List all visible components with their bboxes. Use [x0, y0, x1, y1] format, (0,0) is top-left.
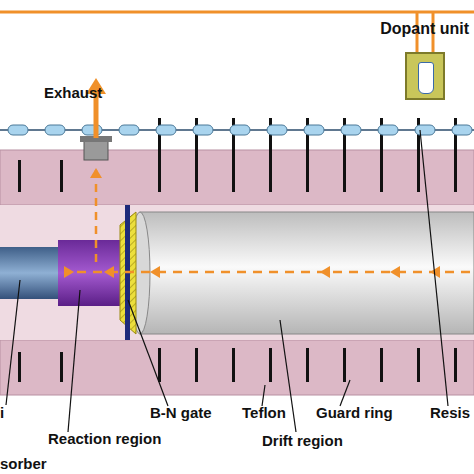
part-label: Teflon — [242, 404, 286, 422]
dopant-box: Dopant unit — [405, 52, 445, 100]
part-label: Exhaust — [44, 84, 102, 102]
part-label: Reaction region — [48, 430, 161, 448]
dopant-vial — [418, 62, 434, 94]
part-label: Drift region — [262, 432, 343, 450]
part-label: sorber — [0, 455, 47, 473]
part-label: Guard ring — [316, 404, 393, 422]
part-label: i — [0, 404, 4, 422]
part-label: Resis — [430, 404, 470, 422]
part-label: B-N gate — [150, 404, 212, 422]
node-title: Dopant unit — [380, 20, 469, 38]
